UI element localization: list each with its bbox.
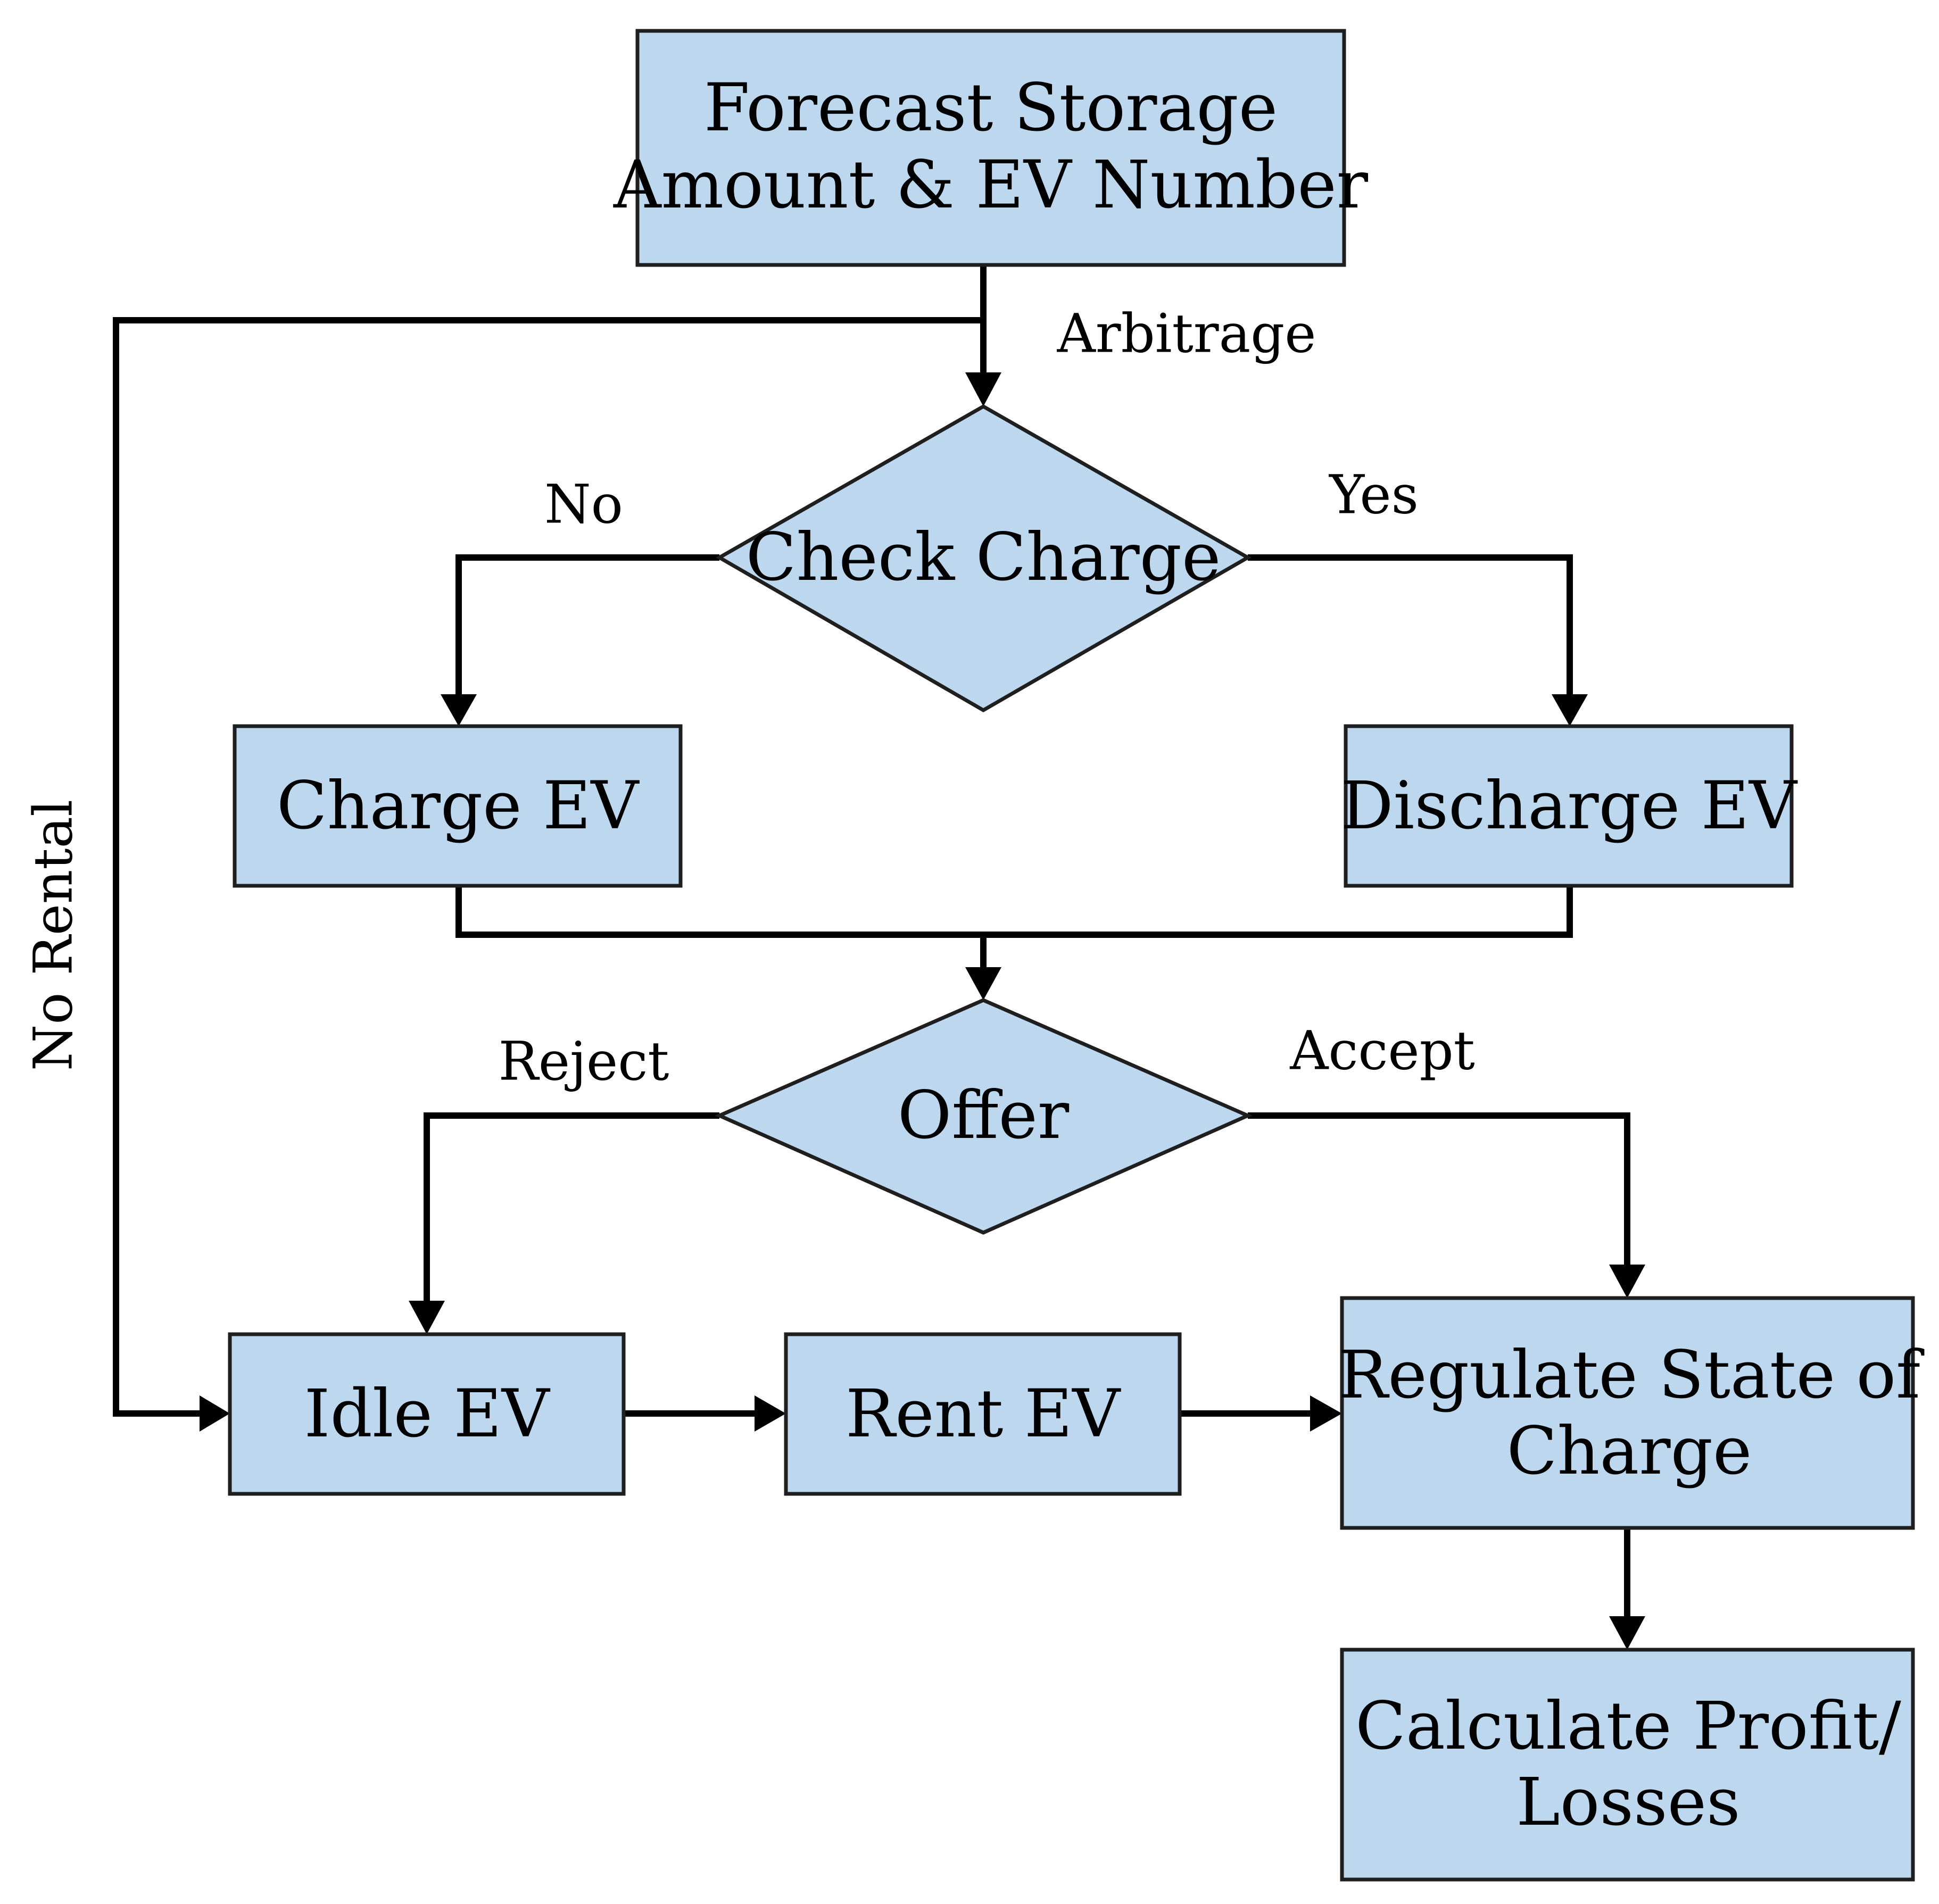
- regulate-node: Regulate State of Charge: [1338, 1296, 1925, 1530]
- rent-ev-label: Rent EV: [846, 1376, 1121, 1452]
- arrowhead-rent-ev: [755, 1395, 786, 1432]
- connector-offer-to-idle: [424, 1112, 719, 1301]
- discharge-ev-node: Discharge EV: [1340, 724, 1798, 888]
- connector-merge-to-offer: [455, 886, 1573, 967]
- idle-ev-node: Idle EV: [228, 1332, 626, 1496]
- rent-ev-node: Rent EV: [784, 1332, 1182, 1496]
- arrowhead-calculate: [1609, 1616, 1645, 1650]
- check-charge-decision: Check Charge: [715, 404, 1252, 713]
- arrowhead-offer: [965, 967, 1001, 1000]
- edge-label-yes: Yes: [1328, 464, 1419, 526]
- arrowhead-regulate-top: [1609, 1265, 1645, 1298]
- calculate-node: Calculate Profit/ Losses: [1340, 1648, 1915, 1882]
- regulate-label-line2: Charge: [1507, 1413, 1752, 1490]
- discharge-ev-label: Discharge EV: [1340, 768, 1798, 844]
- connector-no-rental-loop: [113, 317, 983, 1417]
- charge-ev-label: Charge EV: [277, 768, 640, 844]
- edge-label-reject: Reject: [499, 1030, 669, 1093]
- connectors: [113, 265, 1645, 1650]
- calculate-label-line1: Calculate Profit/: [1355, 1688, 1901, 1765]
- arrowhead-charge-ev: [441, 694, 477, 726]
- calculate-label-line2: Losses: [1516, 1764, 1740, 1841]
- charge-ev-node: Charge EV: [233, 724, 683, 888]
- arrowhead-discharge-ev: [1552, 694, 1588, 726]
- arrowhead-check-charge: [965, 372, 1001, 406]
- edge-label-accept: Accept: [1289, 1020, 1475, 1082]
- connector-check-to-charge: [455, 554, 719, 694]
- edge-label-arbitrage: Arbitrage: [1057, 303, 1316, 365]
- connector-offer-to-regulate: [1248, 1112, 1630, 1265]
- edge-label-no: No: [544, 473, 623, 536]
- connector-check-to-discharge: [1248, 554, 1573, 694]
- check-charge-label: Check Charge: [746, 519, 1221, 596]
- forecast-label-line2: Amount & EV Number: [613, 147, 1369, 223]
- arrowhead-regulate-left: [1310, 1395, 1342, 1432]
- forecast-label-line1: Forecast Storage: [704, 70, 1278, 146]
- edge-label-no-rental: No Rental: [22, 800, 85, 1071]
- edge-labels: Arbitrage No Yes Reject Accept No Rental: [22, 303, 1475, 1093]
- idle-ev-label: Idle EV: [304, 1376, 551, 1452]
- offer-decision: Offer: [715, 998, 1253, 1235]
- offer-label: Offer: [898, 1077, 1070, 1154]
- regulate-label-line1: Regulate State of: [1338, 1337, 1925, 1414]
- arrowhead-idle-top: [409, 1301, 445, 1334]
- arrowhead-idle-left: [200, 1395, 230, 1432]
- forecast-node: Forecast Storage Amount & EV Number: [613, 29, 1369, 267]
